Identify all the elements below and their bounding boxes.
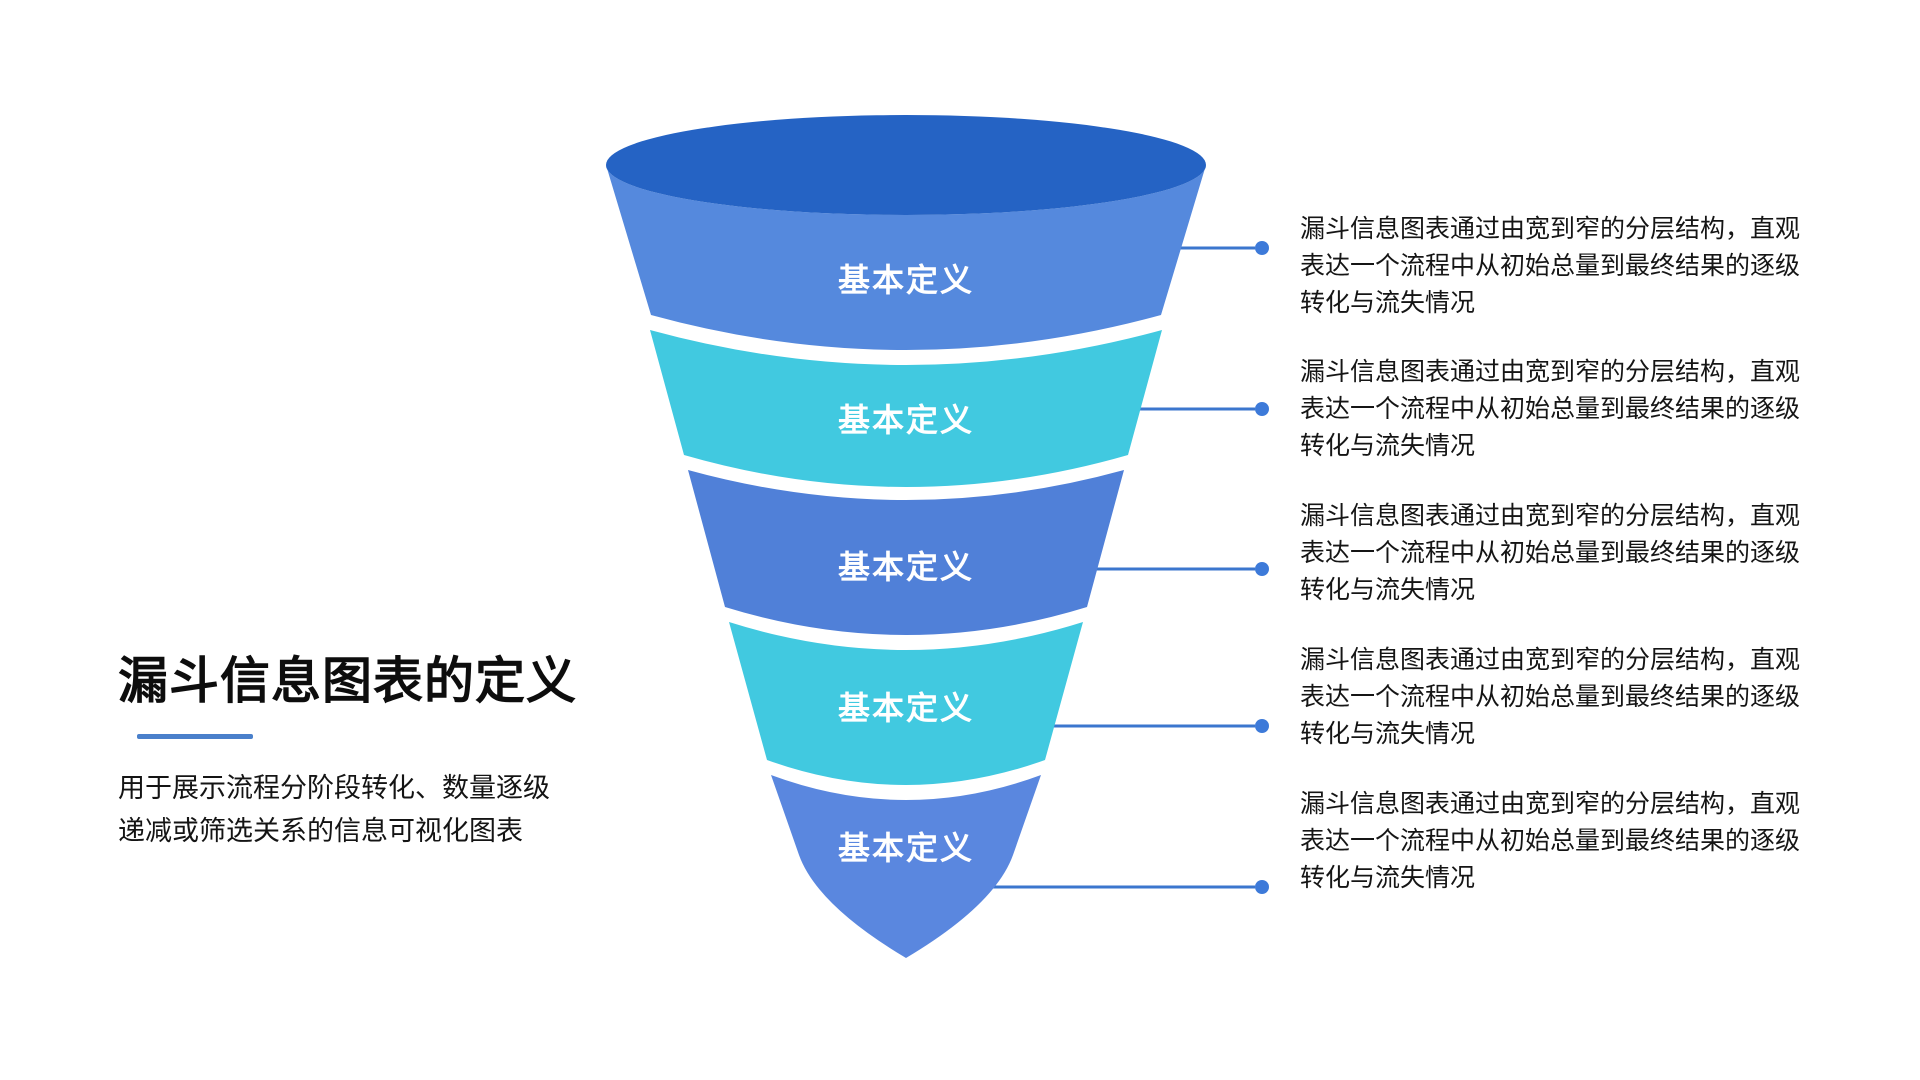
funnel-layer-2: [650, 330, 1162, 487]
connector-dot-3: [1255, 562, 1269, 576]
funnel-layer-1: [606, 165, 1206, 350]
page-description: 用于展示流程分阶段转化、数量逐级 递减或筛选关系的信息可视化图表: [118, 773, 550, 846]
funnel-top-ellipse: [606, 115, 1206, 215]
annotation-text-5: 漏斗信息图表通过由宽到窄的分层结构，直观 表达一个流程中从初始总量到最终结果的逐…: [1300, 790, 1801, 892]
connector-dot-5: [1255, 880, 1269, 894]
annotation-text-4: 漏斗信息图表通过由宽到窄的分层结构，直观 表达一个流程中从初始总量到最终结果的逐…: [1300, 646, 1801, 748]
annotation-text-2: 漏斗信息图表通过由宽到窄的分层结构，直观 表达一个流程中从初始总量到最终结果的逐…: [1300, 358, 1801, 460]
funnel-layer-label-3: 基本定义: [837, 549, 974, 585]
annotation-text-3: 漏斗信息图表通过由宽到窄的分层结构，直观 表达一个流程中从初始总量到最终结果的逐…: [1300, 502, 1801, 604]
page-title: 漏斗信息图表的定义: [118, 653, 577, 709]
annotation-text-1: 漏斗信息图表通过由宽到窄的分层结构，直观 表达一个流程中从初始总量到最终结果的逐…: [1300, 215, 1801, 317]
funnel-layer-label-4: 基本定义: [837, 690, 974, 726]
connector-group: [975, 241, 1269, 894]
funnel-layer-label-5: 基本定义: [837, 830, 974, 866]
connector-dot-1: [1255, 241, 1269, 255]
funnel-layer-3: [688, 470, 1124, 635]
funnel-layer-4: [729, 622, 1083, 785]
left-panel: 漏斗信息图表的定义 用于展示流程分阶段转化、数量逐级 递减或筛选关系的信息可视化…: [118, 652, 638, 853]
title-underline: [137, 734, 253, 739]
funnel-layer-5: [771, 775, 1041, 958]
funnel-layer-label-1: 基本定义: [837, 262, 974, 298]
connector-dot-4: [1255, 719, 1269, 733]
connector-dot-2: [1255, 402, 1269, 416]
funnel-layer-label-2: 基本定义: [837, 402, 974, 438]
